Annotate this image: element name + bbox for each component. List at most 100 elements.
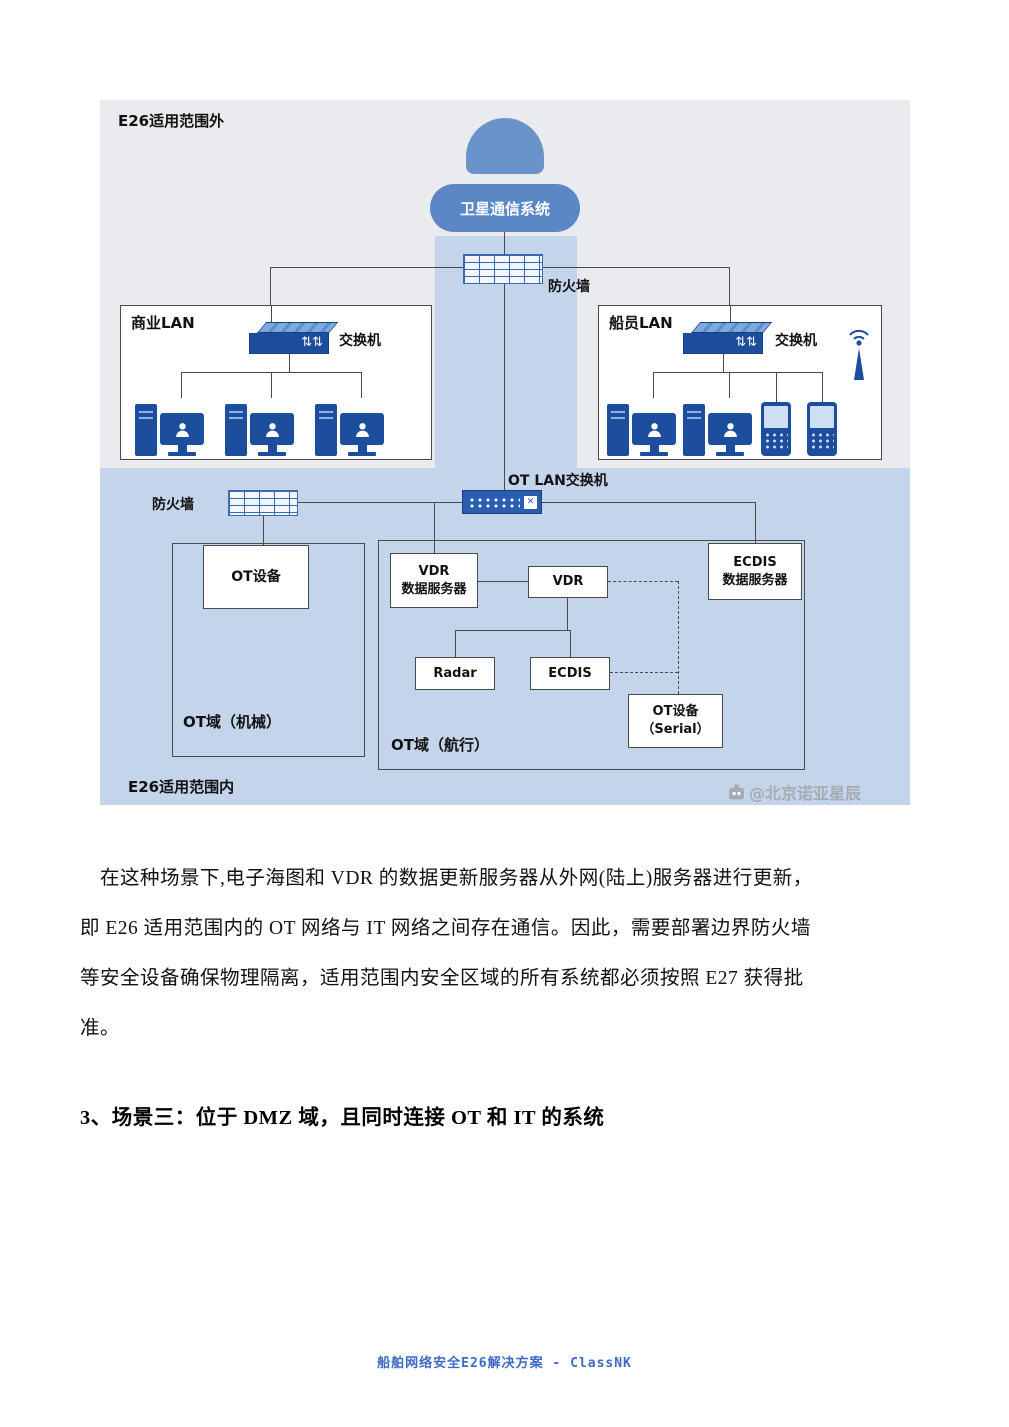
dashed-connector (678, 581, 679, 694)
connector (776, 372, 777, 402)
connector (567, 598, 568, 630)
pc-tower-icon (315, 404, 337, 456)
crew-lan-switch-icon: ⇅⇅ (683, 322, 773, 354)
workstation-icon (315, 398, 387, 456)
mobile-device-icon (761, 402, 791, 456)
monitor-base (168, 452, 196, 456)
pc-screen (632, 413, 676, 445)
connector (723, 354, 724, 372)
network-diagram: E26适用范围外 卫星通信系统 防火墙 商业LAN ⇅⇅ 交换机 (100, 100, 910, 805)
connector (289, 354, 290, 372)
connector (542, 502, 755, 503)
monitor-stand (267, 445, 277, 452)
connector (729, 267, 730, 305)
phone-screen (810, 406, 834, 428)
firewall-bottom-label: 防火墙 (152, 497, 194, 513)
monitor-stand (357, 445, 367, 452)
ot-device-node: OT设备 (203, 545, 309, 609)
workstation-icon (683, 398, 755, 456)
pc-monitor-icon (250, 413, 294, 456)
dashed-connector (610, 672, 678, 673)
workstation-icon (135, 398, 207, 456)
user-icon (265, 422, 279, 437)
connector (729, 372, 730, 398)
connector (298, 502, 462, 503)
page-footer: 船舶网络安全E26解决方案 - ClassNK (377, 1356, 632, 1371)
ot-serial-device-node: OT设备 （Serial） (628, 694, 723, 748)
connector (653, 372, 822, 373)
vdr-node: VDR (528, 566, 608, 598)
phone-keypad (810, 432, 834, 450)
switch-front-face: ⇅⇅ (683, 333, 763, 354)
connector (755, 502, 756, 543)
firewall-top-label: 防火墙 (548, 279, 590, 295)
paragraph-line: 准。 (80, 1018, 121, 1039)
section-heading: 3、场景三：位于 DMZ 域，且同时连接 OT 和 IT 的系统 (80, 1107, 605, 1129)
vdr-data-server-node: VDR 数据服务器 (390, 553, 478, 608)
business-lan-box: 商业LAN ⇅⇅ 交换机 (120, 305, 432, 460)
user-icon (355, 422, 369, 437)
wifi-antenna-icon (849, 329, 869, 380)
pc-screen (708, 413, 752, 445)
satellite-system-node: 卫星通信系统 (430, 184, 580, 232)
business-lan-switch-icon: ⇅⇅ (249, 322, 339, 354)
watermark: @北京诺亚星辰 (728, 780, 861, 804)
firewall-top-icon (463, 254, 543, 284)
connector (270, 267, 271, 305)
workstation-icon (225, 398, 297, 456)
crew-lan-box: 船员LAN ⇅⇅ 交换机 (598, 305, 882, 460)
pc-tower-icon (225, 404, 247, 456)
pc-monitor-icon (160, 413, 204, 456)
connector (434, 502, 435, 553)
monitor-base (640, 452, 668, 456)
monitor-stand (649, 445, 659, 452)
connector (455, 630, 456, 657)
firewall-bottom-icon (228, 490, 298, 516)
phone-screen (764, 406, 788, 428)
ot-lan-switch-label: OT LAN交换机 (508, 473, 608, 489)
ecdis-node: ECDIS (530, 657, 610, 690)
ecdis-data-server-node: ECDIS 数据服务器 (708, 543, 802, 600)
paragraph-line: 等安全设备确保物理隔离，适用范围内安全区域的所有系统都必须按照 E27 获得批 (80, 968, 804, 989)
ot-mechanical-zone-box: OT域（机械） (172, 543, 365, 757)
mobile-device-icon (807, 402, 837, 456)
monitor-stand (177, 445, 187, 452)
ot-lan-switch-icon: ✕ (462, 490, 542, 514)
zone-inside-e26 (100, 468, 910, 805)
switch-ports (467, 496, 520, 508)
monitor-base (258, 452, 286, 456)
connector (361, 372, 362, 398)
connector (730, 306, 731, 322)
user-icon (647, 422, 661, 437)
switch-x-port: ✕ (524, 495, 537, 509)
connector (455, 630, 570, 631)
crew-lan-switch-label: 交换机 (775, 333, 817, 349)
phone-keypad (764, 432, 788, 450)
switch-top-face (257, 322, 339, 333)
user-icon (175, 422, 189, 437)
pc-tower-icon (683, 404, 705, 456)
business-lan-title: 商业LAN (131, 314, 195, 332)
ot-navigation-zone-label: OT域（航行） (391, 736, 489, 754)
radar-node: Radar (415, 657, 495, 690)
pc-monitor-icon (708, 413, 752, 456)
connector (653, 372, 654, 398)
pc-screen (340, 413, 384, 445)
connector (478, 581, 528, 582)
switch-top-face (691, 322, 773, 333)
pc-screen (250, 413, 294, 445)
connector (271, 372, 272, 398)
crew-lan-title: 船员LAN (609, 314, 673, 332)
user-icon (723, 422, 737, 437)
ot-mechanical-zone-label: OT域（机械） (183, 713, 281, 731)
satellite-dish-icon (466, 118, 544, 174)
connector (181, 372, 182, 398)
switch-front-face: ⇅⇅ (249, 333, 329, 354)
zone-outside-label: E26适用范围外 (118, 112, 225, 130)
dashed-connector (608, 581, 678, 582)
pc-tower-icon (607, 404, 629, 456)
connector (263, 516, 264, 545)
connector (570, 630, 571, 657)
monitor-base (716, 452, 744, 456)
